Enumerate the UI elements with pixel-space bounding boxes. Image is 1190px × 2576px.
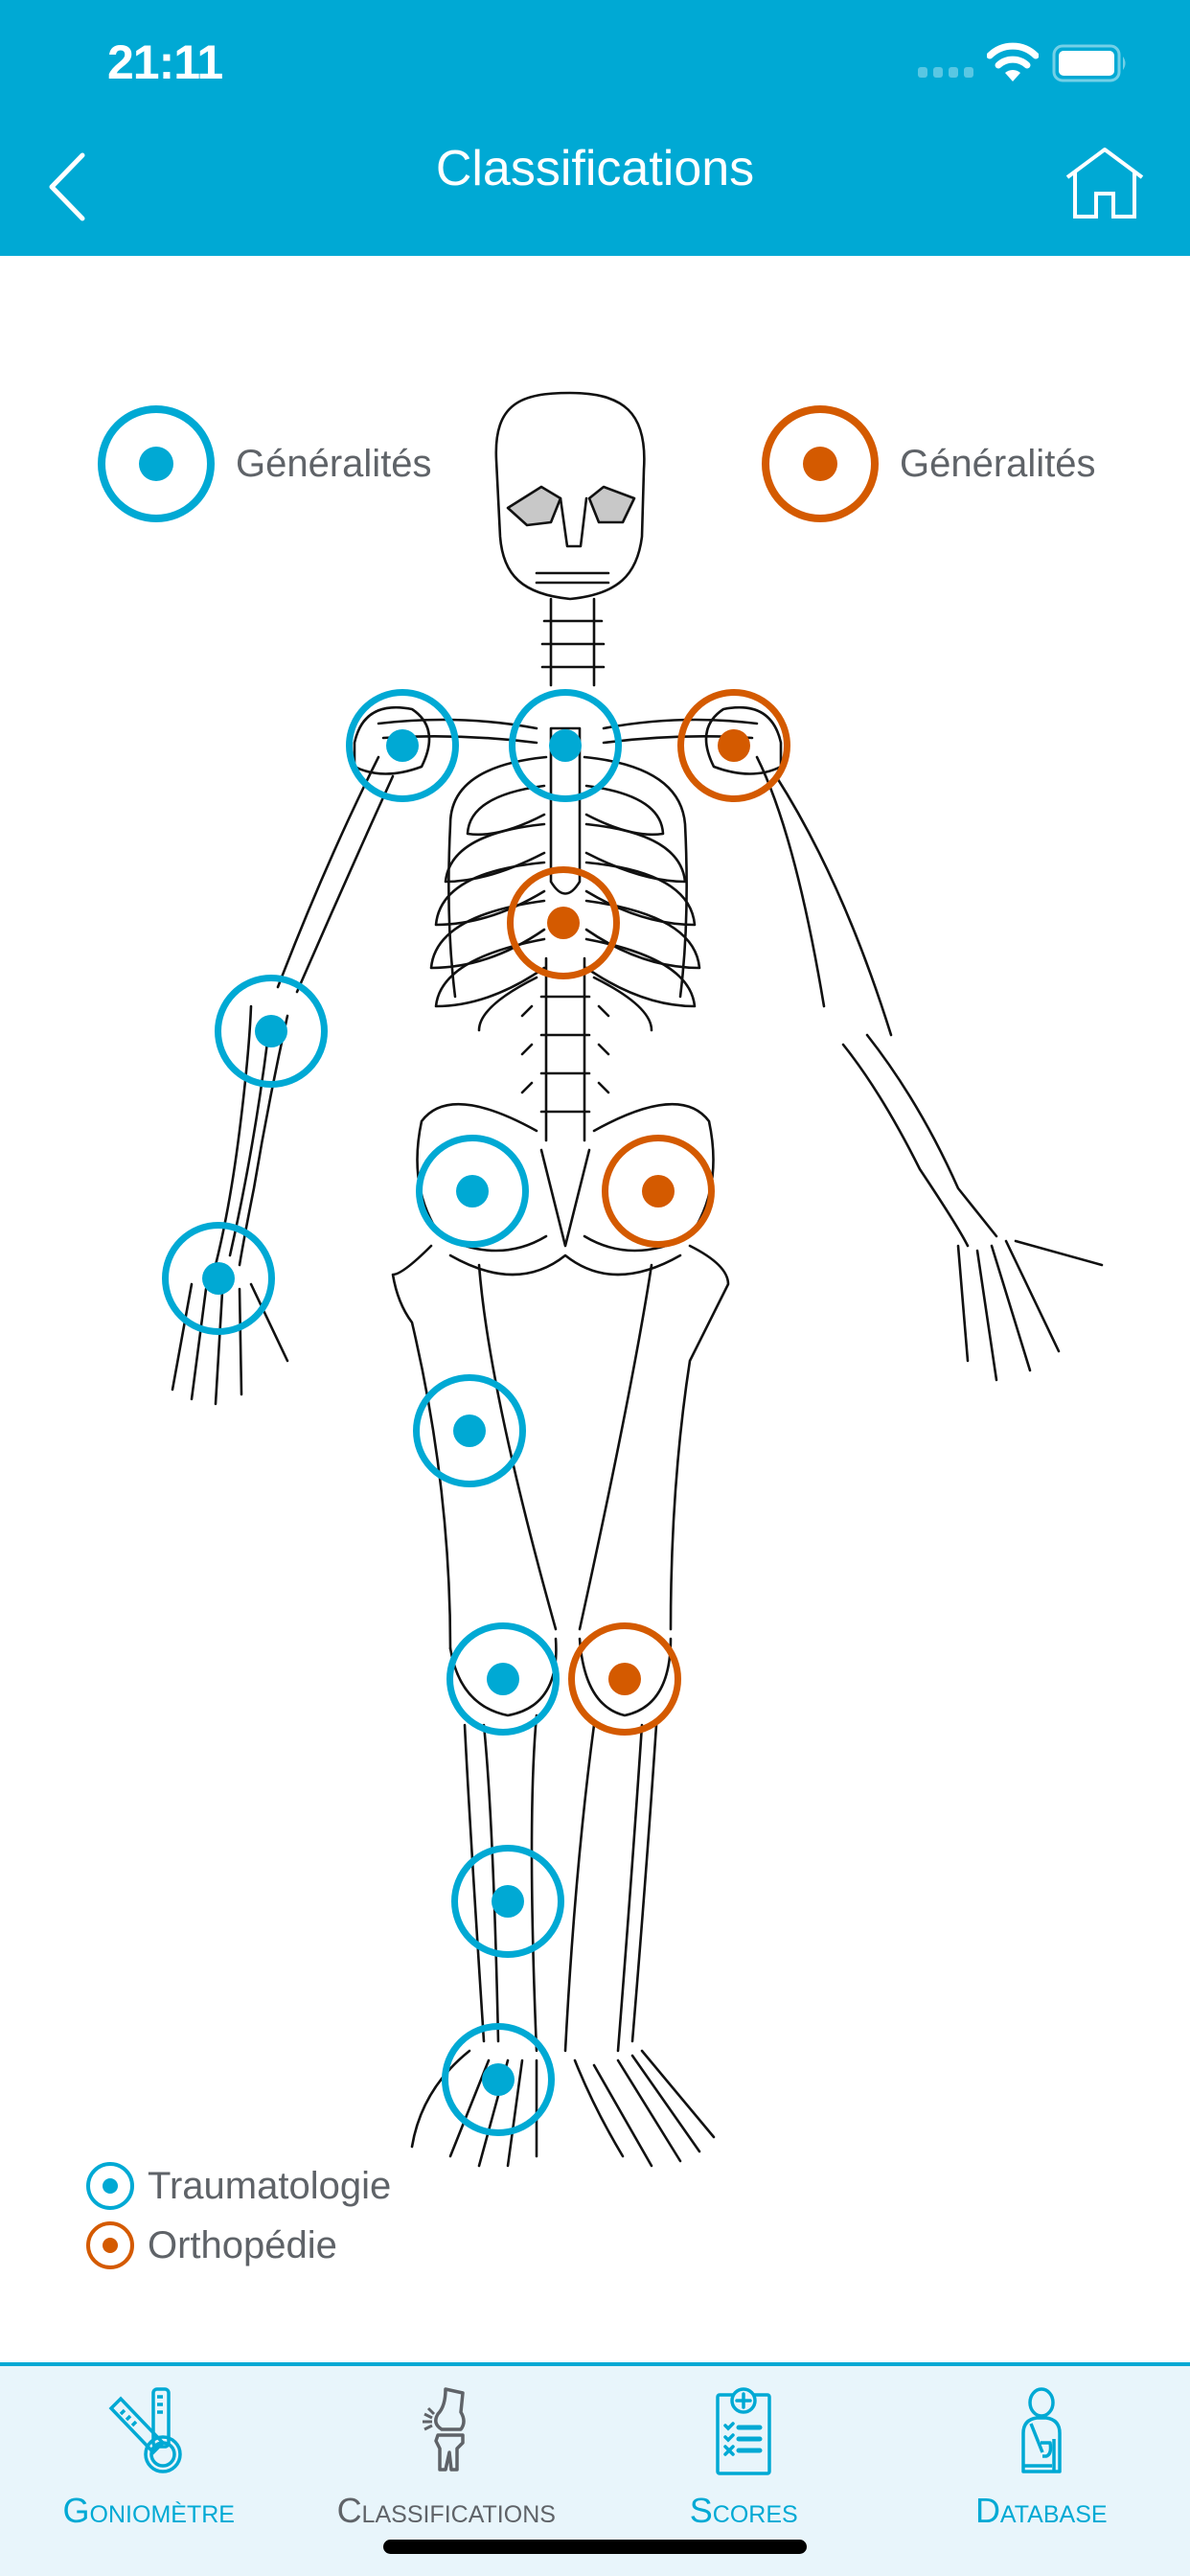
generalities-ortho-button[interactable]: Généralités xyxy=(762,405,1096,522)
marker-elbow-trauma[interactable] xyxy=(215,975,328,1088)
generalities-ortho-label: Généralités xyxy=(900,442,1096,485)
tab-label: Goniomètre xyxy=(62,2491,235,2530)
wifi-icon xyxy=(987,42,1039,81)
marker-dot-icon xyxy=(549,729,582,762)
marker-dot-icon xyxy=(608,1663,641,1695)
patient-sling-icon xyxy=(1021,2387,1062,2473)
tab-classifications[interactable]: Classifications xyxy=(298,2366,596,2576)
cellular-signal-icon xyxy=(918,67,973,78)
marker-knee-trauma[interactable] xyxy=(446,1622,560,1736)
marker-dot-icon xyxy=(386,729,419,762)
legend-label: Orthopédie xyxy=(148,2223,337,2266)
legend-item-ortho: Orthopédie xyxy=(86,2216,391,2275)
marker-dot-icon xyxy=(482,2063,515,2096)
marker-dot-icon xyxy=(492,1885,524,1918)
generalities-trauma-label: Généralités xyxy=(236,442,432,485)
tab-database[interactable]: Database xyxy=(893,2366,1190,2576)
knee-joint-icon xyxy=(422,2387,466,2472)
marker-dot-icon xyxy=(202,1262,235,1295)
marker-dot-icon xyxy=(456,1175,489,1208)
home-button[interactable] xyxy=(1064,146,1146,222)
marker-dot-icon xyxy=(487,1663,519,1695)
tab-goniometre[interactable]: Goniomètre xyxy=(0,2366,298,2576)
tab-label: Database xyxy=(974,2491,1108,2530)
marker-shoulder-right-trauma[interactable] xyxy=(346,689,459,802)
marker-hip-trauma[interactable] xyxy=(416,1135,529,1248)
tab-scores[interactable]: Scores xyxy=(595,2366,893,2576)
body-region-markers xyxy=(162,689,790,2136)
legend-label: Traumatologie xyxy=(148,2164,392,2207)
tab-label: Scores xyxy=(689,2491,798,2530)
page-title: Classifications xyxy=(435,141,755,196)
marker-dot-icon xyxy=(547,907,580,939)
status-time: 21:11 xyxy=(107,35,223,89)
marker-hip-ortho[interactable] xyxy=(602,1135,715,1248)
trauma-target-icon xyxy=(86,2162,134,2210)
legend-item-trauma: Traumatologie xyxy=(86,2156,391,2216)
trauma-target-icon xyxy=(98,405,215,522)
marker-dot-icon xyxy=(453,1414,486,1447)
marker-dot-icon xyxy=(718,729,750,762)
battery-icon xyxy=(1052,44,1126,82)
goniometer-icon xyxy=(108,2387,182,2473)
marker-tibia-trauma[interactable] xyxy=(451,1845,564,1958)
marker-cervical-spine-trauma[interactable] xyxy=(509,689,622,802)
marker-thoracic-spine-ortho[interactable] xyxy=(507,866,620,979)
skeleton-area: Généralités Généralités xyxy=(0,256,1190,2364)
clipboard-checklist-icon xyxy=(716,2387,771,2475)
back-button[interactable] xyxy=(40,144,98,230)
ortho-target-icon xyxy=(86,2221,134,2269)
marker-femur-trauma[interactable] xyxy=(413,1374,526,1487)
marker-knee-ortho[interactable] xyxy=(568,1622,681,1736)
ortho-target-icon xyxy=(762,405,879,522)
legend: Traumatologie Orthopédie xyxy=(86,2156,391,2275)
nav-header: 21:11 Classifications xyxy=(0,0,1190,256)
tab-label: Classifications xyxy=(336,2491,556,2530)
marker-foot-trauma[interactable] xyxy=(442,2023,555,2136)
marker-wrist-trauma[interactable] xyxy=(162,1222,275,1335)
marker-shoulder-left-ortho[interactable] xyxy=(677,689,790,802)
home-indicator xyxy=(383,2540,807,2554)
marker-dot-icon xyxy=(255,1015,287,1047)
marker-dot-icon xyxy=(642,1175,675,1208)
generalities-trauma-button[interactable]: Généralités xyxy=(98,405,432,522)
